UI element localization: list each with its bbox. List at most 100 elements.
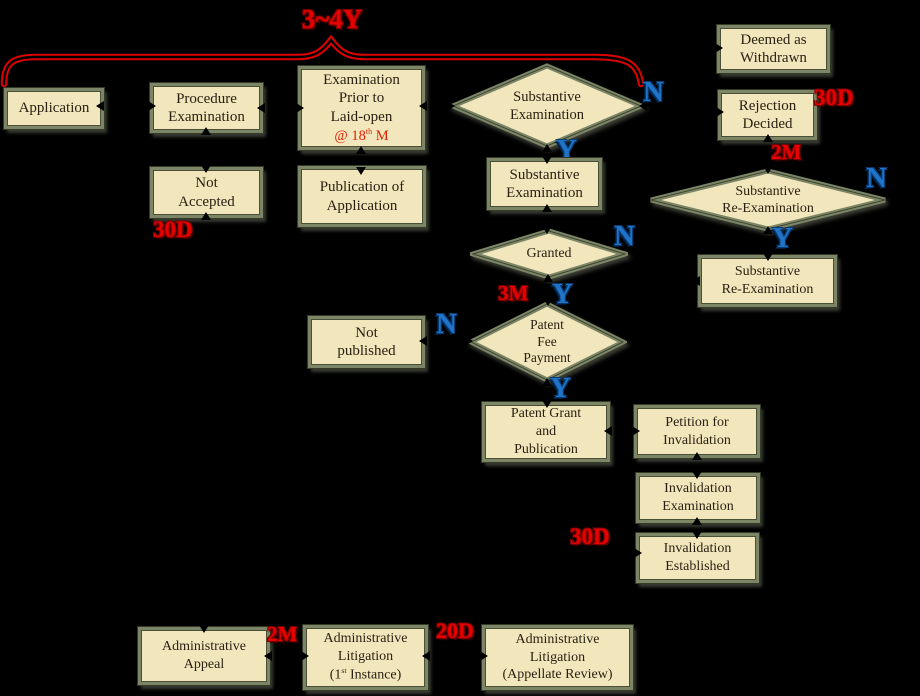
reexam-request-period: 2M: [771, 140, 802, 164]
arrowhead: [763, 226, 773, 234]
node-not-published: Not published: [308, 316, 425, 368]
arrowhead: [632, 426, 640, 436]
rejection-appeal-deadline: 30D: [814, 85, 854, 110]
duration-brace: [0, 34, 645, 88]
node-petition-invalidation: Petition for Invalidation: [634, 405, 760, 458]
node-rejection-decided-label: Rejection Decided: [738, 97, 797, 132]
node-substantive-reexamination: Substantive Re-Examination: [698, 255, 837, 307]
node-publication-of-application: Publication of Application: [298, 166, 426, 227]
litigation-appeal-period: 20D: [436, 618, 474, 643]
node-admin-litigation-first-instance: Administrative Litigation (1st Instance): [303, 625, 428, 690]
node-administrative-appeal-label: Administrative Appeal: [162, 639, 246, 672]
node-patent-grant-label: Patent Grant and Publication: [510, 406, 582, 457]
node-admin-litigation-appellate: Administrative Litigation (Appellate Rev…: [482, 625, 633, 690]
branch-no-granted: N: [614, 220, 635, 252]
arrowhead: [465, 336, 473, 346]
arrowhead: [419, 336, 427, 346]
laid-open-deadline-note: @ 18th M: [334, 127, 389, 144]
node-not-accepted: Not Accepted: [150, 167, 263, 218]
node-substantive-examination: Substantive Examination: [487, 158, 602, 210]
arrowhead: [634, 548, 642, 558]
node-admin-litigation-appellate-label: Administrative Litigation (Appellate Rev…: [502, 631, 613, 683]
overall-duration-label: 3~4Y: [301, 4, 363, 34]
arrowhead: [296, 103, 304, 113]
node-admin-litigation-first-label: Administrative Litigation: [323, 631, 408, 665]
arrowhead: [692, 471, 702, 479]
arrowhead: [639, 101, 647, 111]
decision-granted: Granted: [470, 228, 628, 280]
branch-yes-fee-payment: Y: [550, 372, 571, 404]
arrowhead: [356, 167, 366, 175]
arrowhead: [692, 517, 702, 525]
node-administrative-appeal: Administrative Appeal: [138, 627, 270, 685]
arrowhead: [763, 166, 773, 174]
node-invalidation-established: Invalidation Established: [636, 533, 759, 583]
arrowhead: [264, 651, 272, 661]
arrowhead: [356, 146, 366, 154]
arrowhead: [692, 276, 700, 286]
node-examination-prior-label: Examination Prior to Laid-open: [323, 72, 400, 125]
arrowhead: [542, 400, 552, 408]
arrowhead: [480, 651, 488, 661]
node-rejection-decided: Rejection Decided: [718, 90, 817, 140]
node-deemed-withdrawn: Deemed as Withdrawn: [717, 25, 830, 73]
arrowhead: [716, 107, 724, 117]
branch-yes-granted: Y: [552, 278, 573, 310]
arrowhead: [763, 253, 773, 261]
arrowhead: [419, 101, 427, 111]
arrowhead: [604, 426, 612, 436]
arrowhead: [542, 204, 552, 212]
arrowhead: [542, 156, 552, 164]
node-application-label: Application: [18, 100, 90, 117]
decision-substantive-reexamination: Substantive Re-Examination: [648, 168, 888, 232]
node-procedure-examination: Procedure Examination: [150, 83, 263, 133]
node-substantive-reexamination-label: Substantive Re-Examination: [721, 264, 814, 297]
branch-no-reexamination: N: [866, 162, 887, 194]
arrowhead: [692, 452, 702, 460]
decision-substantive-reexamination-label: Substantive Re-Examination: [722, 183, 814, 217]
decision-patent-fee-payment-label: Patent Fee Payment: [523, 316, 571, 366]
arrowhead: [447, 101, 455, 111]
node-invalidation-established-label: Invalidation Established: [663, 541, 732, 574]
node-procedure-examination-label: Procedure Examination: [168, 90, 245, 125]
arrowhead: [543, 274, 553, 282]
arrowhead: [301, 651, 309, 661]
branch-yes-reexamination: Y: [772, 222, 793, 254]
node-petition-invalidation-label: Petition for Invalidation: [663, 414, 731, 448]
decision-granted-label: Granted: [526, 246, 572, 262]
arrowhead: [96, 101, 104, 111]
arrowhead: [542, 144, 552, 152]
not-accepted-deadline: 30D: [153, 217, 193, 242]
node-invalidation-examination-label: Invalidation Examination: [662, 481, 734, 514]
node-deemed-withdrawn-label: Deemed as Withdrawn: [740, 31, 807, 66]
fee-payment-period: 3M: [498, 281, 529, 305]
node-admin-litigation-first-line3: (1st Instance): [329, 666, 402, 683]
invalidation-period: 30D: [570, 524, 610, 549]
administrative-appeal-period: 2M: [267, 622, 298, 646]
arrowhead: [543, 298, 553, 306]
decision-substantive-examination: Substantive Examination: [449, 62, 645, 150]
arrowhead: [422, 651, 430, 661]
branch-no-substantive-exam: N: [643, 76, 664, 108]
arrowhead: [201, 212, 211, 220]
arrowhead: [542, 378, 552, 386]
arrowhead: [199, 625, 209, 633]
branch-yes-substantive-exam: Y: [556, 134, 577, 166]
node-not-published-label: Not published: [337, 324, 396, 359]
node-patent-grant-publication: Patent Grant and Publication: [482, 402, 610, 462]
node-substantive-examination-label: Substantive Examination: [506, 166, 583, 201]
arrowhead: [715, 43, 723, 53]
node-publication-label: Publication of Application: [319, 179, 405, 214]
node-invalidation-examination: Invalidation Examination: [636, 473, 760, 523]
arrowhead: [542, 226, 552, 234]
arrowhead: [148, 101, 156, 111]
arrowhead: [692, 531, 702, 539]
node-examination-prior-laid-open: Examination Prior to Laid-open @ 18th M: [298, 66, 425, 150]
arrowhead: [763, 134, 773, 142]
node-application: Application: [4, 88, 104, 129]
arrowhead: [257, 103, 265, 113]
decision-substantive-examination-label: Substantive Examination: [509, 88, 585, 123]
decision-patent-fee-payment: Patent Fee Payment: [467, 300, 627, 384]
arrowhead: [201, 165, 211, 173]
